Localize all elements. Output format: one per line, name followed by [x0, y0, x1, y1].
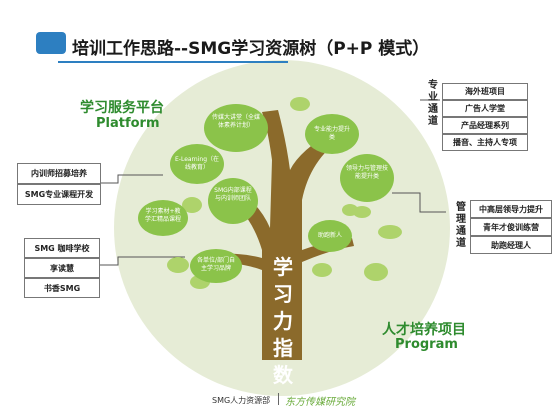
left-box-reading: 享读慧	[24, 258, 100, 278]
leaf-4	[208, 178, 258, 224]
left-box-trainer: 内训师招募培养	[17, 163, 101, 184]
pro-item-3: 播音、主持人专项	[442, 134, 528, 151]
platform-label-en: Platform	[96, 116, 160, 131]
leaf-label-6: 助跑新人	[317, 232, 342, 239]
pro-item-1: 广告人学堂	[442, 100, 528, 117]
leaf-2	[170, 144, 224, 184]
leaf-label-0: 传媒大讲堂（全媒体素养计划）	[212, 114, 261, 129]
main-leaves	[138, 104, 394, 283]
leaf-0	[204, 104, 268, 152]
left-box-course-dev: SMG专业课程开发	[17, 184, 101, 205]
footer-signature: 东方传媒研究院	[285, 397, 355, 408]
management-channel-label: 管理通道	[456, 202, 466, 249]
page-title: 培训工作思路--SMG学习资源树（P+P 模式）	[72, 39, 430, 59]
leaf-label-7: 各单位/部门自主学习品牌	[196, 257, 236, 272]
leaf-7	[190, 249, 242, 283]
mgmt-item-2: 助跑经理人	[470, 236, 552, 254]
mgmt-item-0: 中高层领导力提升	[470, 200, 552, 218]
leaf-label-4: SMG内部课程与内训师团队	[214, 187, 252, 202]
leaf-1	[305, 114, 359, 154]
title-underline	[58, 61, 288, 63]
left-box-book-smg: 书香SMG	[24, 278, 100, 298]
footer-dept: SMG人力资源部	[212, 396, 271, 405]
title-book-icon	[36, 32, 66, 54]
leaf-label-5: 学习素材+教学汇精品课程	[144, 208, 181, 223]
leaf-label-2: E-Learning（在线教育）	[175, 156, 220, 171]
leaf-5	[138, 200, 188, 236]
trunk-label: 学习力指数	[273, 255, 293, 387]
platform-label-cn: 学习服务平台	[80, 100, 164, 116]
leaf-6	[308, 220, 352, 252]
footer-divider	[278, 393, 279, 405]
program-label-en: Program	[395, 337, 458, 352]
pro-item-0: 海外班项目	[442, 83, 528, 100]
professional-channel-label: 专业通道	[428, 80, 438, 127]
leaf-label-3: 领导力与管理技能提升类	[346, 165, 389, 180]
pro-item-2: 产品经理系列	[442, 117, 528, 134]
leaf-label-1: 专业能力提升类	[313, 126, 350, 141]
tree-trunk	[218, 110, 342, 360]
program-label-cn: 人才培养项目	[382, 322, 466, 338]
left-box-coffee-school: SMG 咖啡学校	[24, 238, 100, 258]
mgmt-item-1: 青年才俊训练营	[470, 218, 552, 236]
leaf-3	[340, 154, 394, 202]
connectors	[100, 99, 446, 266]
